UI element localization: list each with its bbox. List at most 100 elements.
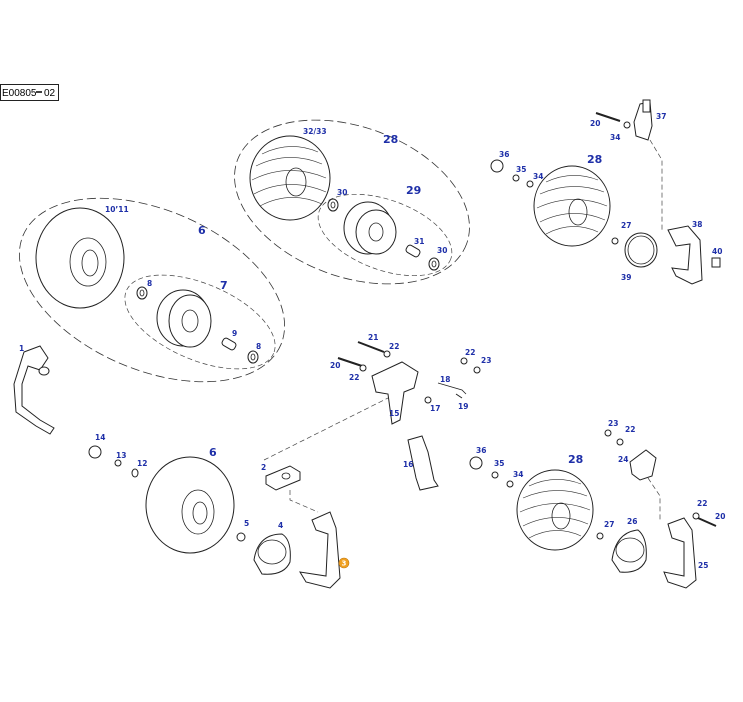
callout-21: 21 — [368, 333, 378, 342]
spacer-9[interactable] — [221, 337, 237, 351]
pin-18[interactable] — [437, 382, 467, 395]
callout-22-center-a: 22 — [389, 342, 399, 351]
bolt-20-center[interactable] — [337, 357, 363, 367]
bracket-15[interactable] — [371, 361, 419, 425]
tire-28-lower-right[interactable] — [516, 469, 594, 551]
pin-19[interactable] — [455, 393, 463, 399]
wheel-assembly-group-28 — [234, 119, 470, 285]
bolt-21[interactable] — [357, 341, 385, 353]
callout-1: 1 — [19, 344, 24, 353]
stand-16[interactable] — [407, 435, 439, 491]
callout-36-lower: 36 — [476, 446, 486, 455]
nut-22-center-b[interactable] — [359, 364, 367, 372]
callout-23-lower: 23 — [608, 419, 618, 428]
hub-cover-4[interactable] — [253, 533, 291, 575]
mount-block-2[interactable] — [265, 465, 301, 491]
tire-10-11[interactable] — [35, 207, 125, 309]
clip-40[interactable] — [711, 257, 721, 268]
nut-22-lower[interactable] — [616, 438, 624, 446]
callout-13: 13 — [116, 451, 126, 460]
callout-28-upper: 28 — [383, 133, 398, 146]
callout-22-right: 22 — [465, 348, 475, 357]
nut-12[interactable] — [131, 468, 139, 478]
rim-29[interactable] — [343, 201, 397, 255]
callout-25: 25 — [698, 561, 708, 570]
callout-14: 14 — [95, 433, 105, 442]
hub-cover-26[interactable] — [611, 529, 647, 573]
bearing-8a[interactable] — [136, 286, 148, 300]
cap-36-lower[interactable] — [469, 456, 483, 470]
callout-20-upper: 20 — [590, 119, 600, 128]
grease-nipple-35-lower[interactable] — [491, 471, 499, 479]
cap-14[interactable] — [88, 445, 102, 459]
bolt-20-upper[interactable] — [595, 112, 621, 122]
bearing-30a[interactable] — [327, 198, 339, 212]
callout-6-upper: 6 — [198, 224, 206, 237]
washer-27-lower[interactable] — [596, 532, 604, 540]
callout-8-right: 8 — [256, 342, 261, 351]
callout-35-lower: 35 — [494, 459, 504, 468]
callout-24: 24 — [618, 455, 628, 464]
nut-23-right[interactable] — [473, 366, 481, 374]
callout-26: 26 — [627, 517, 637, 526]
tire-6-lower[interactable] — [145, 456, 235, 554]
nut-22-right[interactable] — [460, 357, 468, 365]
nut-17[interactable] — [424, 396, 432, 404]
wheel-assembly-lower-left — [88, 445, 341, 589]
nut-34-bracket[interactable] — [623, 121, 631, 129]
callout-17: 17 — [430, 404, 440, 413]
callout-34-upper: 34 — [533, 172, 543, 181]
callout-3: 3 — [342, 560, 347, 568]
callout-4: 4 — [278, 521, 283, 530]
rim-7[interactable] — [156, 289, 212, 348]
callout-36-upper: 36 — [499, 150, 509, 159]
grease-nipple-13[interactable] — [114, 459, 122, 467]
tire-32-33[interactable] — [249, 135, 331, 221]
bearing-8b[interactable] — [247, 350, 259, 364]
callout-5: 5 — [244, 519, 249, 528]
callout-34-lower: 34 — [513, 470, 523, 479]
callout-34-bracket: 34 — [610, 133, 620, 142]
nut-34-upper[interactable] — [526, 180, 534, 188]
callout-30-left: 30 — [337, 188, 347, 197]
nut-23-lower[interactable] — [604, 429, 612, 437]
nut-34-lower[interactable] — [506, 480, 514, 488]
callout-20-lower: 20 — [715, 512, 725, 521]
washer-27-upper[interactable] — [611, 237, 619, 245]
fork-arm-3[interactable] — [299, 511, 341, 589]
callout-35-upper: 35 — [516, 165, 526, 174]
callout-7: 7 — [220, 279, 228, 292]
callout-37: 37 — [656, 112, 666, 121]
spacer-31[interactable] — [405, 244, 421, 258]
callout-23-right: 23 — [481, 356, 491, 365]
fork-arm-38[interactable] — [667, 225, 703, 285]
reference-code: E00805 — [2, 88, 37, 99]
callout-22-lower-b: 22 — [697, 499, 707, 508]
callout-6-lower: 6 — [209, 446, 217, 459]
callout-29: 29 — [406, 184, 421, 197]
callout-20-center: 20 — [330, 361, 340, 370]
callout-28-right: 28 — [587, 153, 602, 166]
callout-38: 38 — [692, 220, 702, 229]
callout-9: 9 — [232, 329, 237, 338]
washer-5[interactable] — [236, 532, 246, 542]
bracket-37[interactable] — [633, 99, 653, 141]
callout-22-center-b: 22 — [349, 373, 359, 382]
callout-3-highlight: 3 — [338, 557, 350, 569]
callout-28-lower: 28 — [568, 453, 583, 466]
fork-arm-25[interactable] — [663, 517, 697, 589]
bracket-24[interactable] — [629, 449, 657, 481]
bolt-20-lower[interactable] — [697, 517, 717, 527]
cap-36-upper[interactable] — [490, 159, 504, 173]
callout-18: 18 — [440, 375, 450, 384]
nut-22-lower-b[interactable] — [692, 512, 700, 520]
nut-22-center-a[interactable] — [383, 350, 391, 358]
callout-39: 39 — [621, 273, 631, 282]
bearing-30b[interactable] — [428, 257, 440, 271]
callout-27-lower: 27 — [604, 520, 614, 529]
tire-28-upper-right[interactable] — [533, 165, 611, 247]
callout-labels: 1 2 3 4 5 6 6 7 8 8 9 10’11 12 13 14 15 … — [19, 112, 725, 570]
castor-arm-1[interactable] — [13, 345, 55, 435]
hub-cover-39[interactable] — [624, 232, 658, 268]
grease-nipple-35-upper[interactable] — [512, 174, 520, 182]
